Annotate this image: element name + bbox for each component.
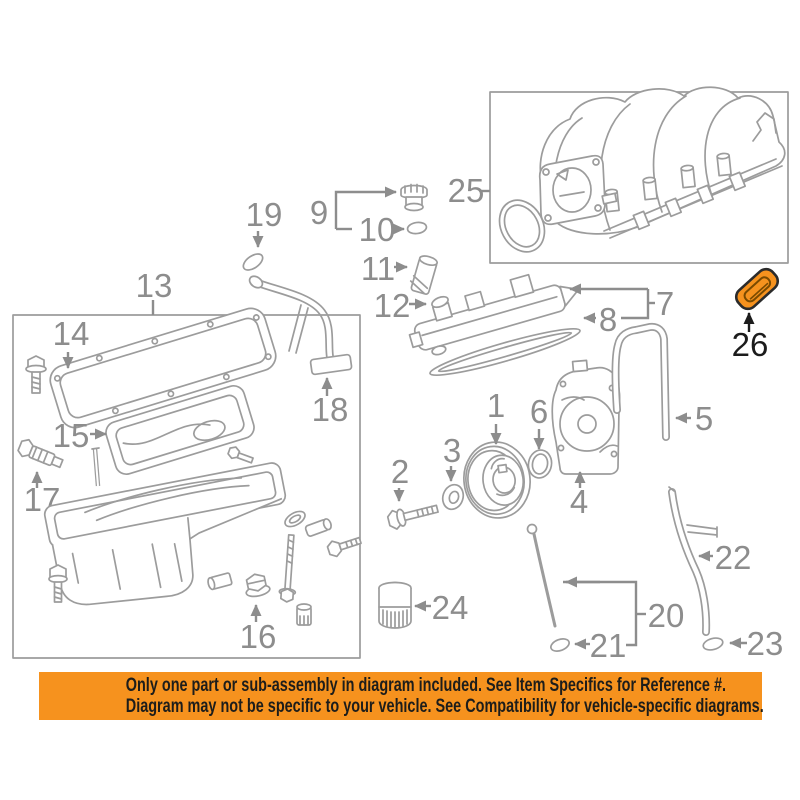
drain-plug-drawing bbox=[245, 573, 271, 598]
callout-11: 11 bbox=[361, 250, 395, 287]
callout-9-10-bracket bbox=[334, 186, 405, 235]
front-seal-drawing bbox=[527, 449, 553, 479]
tray-bolt-drawing bbox=[227, 446, 254, 464]
highlighted-part-26 bbox=[734, 267, 780, 311]
callout-4: 4 bbox=[570, 483, 588, 520]
callout-2: 2 bbox=[391, 453, 409, 490]
callout-25: 25 bbox=[448, 172, 485, 209]
oil-filter-drawing bbox=[378, 581, 412, 629]
callout-6: 6 bbox=[530, 393, 548, 430]
callout-7: 7 bbox=[656, 285, 674, 322]
callout-24: 24 bbox=[432, 589, 469, 626]
callout-21: 21 bbox=[590, 627, 627, 664]
dipstick-oring-drawing bbox=[550, 638, 570, 652]
callout-15: 15 bbox=[53, 417, 90, 454]
valley-cover-gasket-drawing bbox=[429, 327, 581, 377]
pickup-tube-drawing bbox=[248, 275, 353, 376]
timing-cover-gasket-drawing bbox=[611, 322, 670, 441]
callout-23: 23 bbox=[747, 625, 784, 662]
tray-stud-drawing bbox=[91, 447, 101, 487]
pulley-bolt-drawing bbox=[386, 504, 439, 530]
callout-1: 1 bbox=[487, 387, 505, 424]
callout-8: 8 bbox=[599, 301, 617, 338]
intake-manifold-drawing bbox=[498, 86, 786, 253]
callout-12: 12 bbox=[374, 287, 411, 324]
callout-22: 22 bbox=[715, 539, 752, 576]
disclaimer-line-2: Diagram may not be specific to your vehi… bbox=[125, 696, 764, 717]
pan-hardware-drawings bbox=[48, 510, 362, 626]
throttle-seal-drawing bbox=[498, 199, 546, 253]
windage-tray-drawing bbox=[105, 385, 255, 475]
callout-19: 19 bbox=[246, 196, 283, 233]
oil-pan-gasket-drawing bbox=[49, 307, 277, 429]
callout-16: 16 bbox=[240, 618, 277, 655]
oring-12-drawing bbox=[431, 295, 449, 309]
valley-cover-drawing bbox=[408, 273, 580, 356]
timing-cover-drawing bbox=[551, 359, 621, 475]
pan-kit-box-frame bbox=[12, 314, 361, 659]
washer-drawing bbox=[441, 483, 465, 511]
callout-5: 5 bbox=[695, 400, 713, 437]
oil-pan-drawing bbox=[43, 462, 287, 606]
throttle-flange-drawing bbox=[538, 154, 618, 226]
crank-pulley-drawing bbox=[463, 441, 531, 519]
fill-tube-fitting-drawing bbox=[409, 255, 438, 295]
callout-18: 18 bbox=[312, 391, 349, 428]
disclaimer-banner: Only one part or sub-assembly in diagram… bbox=[39, 672, 764, 720]
dipstick-tube-drawing bbox=[668, 486, 718, 636]
callout-20-21-bracket bbox=[563, 576, 646, 650]
parts-diagram-canvas: 25 26 7 8 bbox=[12, 86, 789, 664]
callout-20: 20 bbox=[648, 597, 685, 634]
callout-10: 10 bbox=[359, 211, 396, 248]
callout-26: 26 bbox=[732, 326, 769, 363]
oring-10-drawing bbox=[406, 221, 428, 235]
callout-13: 13 bbox=[136, 267, 173, 304]
dipstick-drawing bbox=[526, 523, 557, 628]
oil-fill-cap-drawing bbox=[400, 183, 428, 212]
manifold-runner-bosses bbox=[632, 171, 747, 231]
oring-19-drawing bbox=[242, 253, 264, 271]
disclaimer-line-1: Only one part or sub-assembly in diagram… bbox=[125, 675, 727, 696]
callout-7-8-bracket bbox=[569, 283, 655, 324]
tube-oring-drawing bbox=[702, 637, 724, 651]
callout-9: 9 bbox=[310, 194, 328, 231]
callout-14: 14 bbox=[53, 315, 90, 352]
pan-bolt-left-drawing bbox=[25, 355, 47, 394]
callout-3: 3 bbox=[443, 432, 461, 469]
oil-pressure-sensor-drawing bbox=[17, 438, 64, 469]
